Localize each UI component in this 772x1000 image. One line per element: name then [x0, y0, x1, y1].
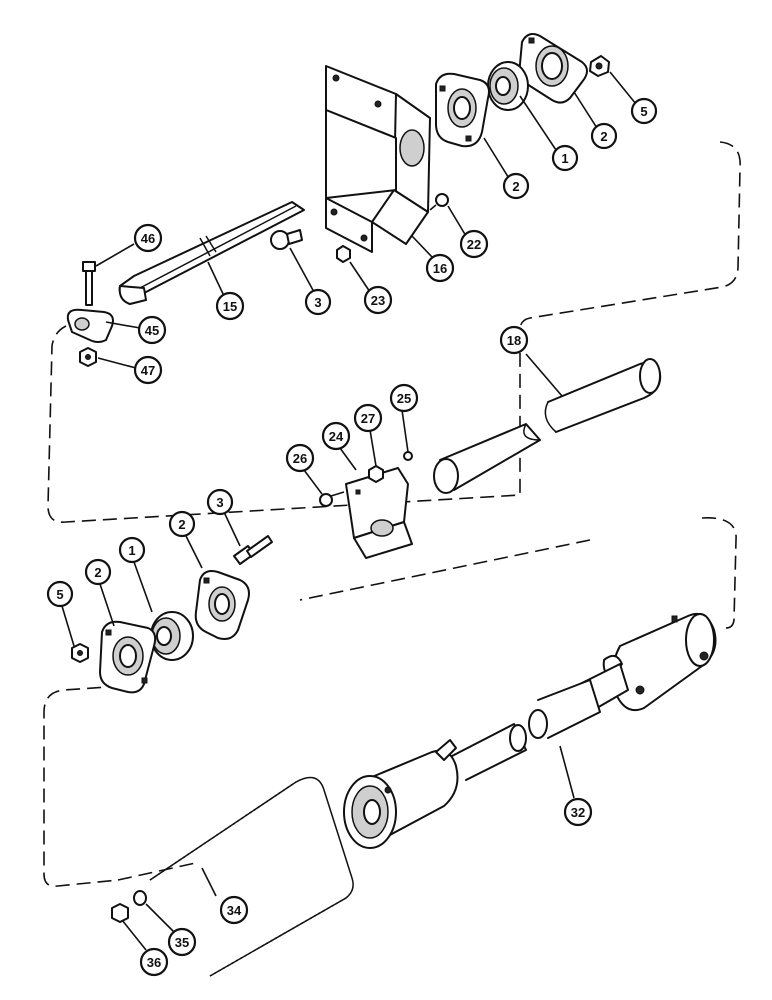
tube-section-lower [433, 423, 541, 494]
callout-label: 3 [216, 495, 223, 510]
callout-34: 34 [219, 895, 249, 925]
callout-23: 23 [363, 285, 393, 315]
bolt-22 [429, 193, 449, 211]
callout-3-mid: 3 [206, 488, 234, 516]
callout-label: 23 [371, 293, 385, 308]
callout-label: 1 [561, 151, 568, 166]
clamp-nut [79, 347, 97, 367]
lock-washer-35 [133, 890, 147, 906]
callout-18: 18 [499, 325, 529, 355]
hex-shaft [118, 201, 305, 305]
callout-5-top: 5 [630, 97, 658, 125]
callout-16: 16 [425, 253, 455, 283]
callout-22: 22 [459, 229, 489, 259]
callout-2-top-rear: 2 [590, 122, 618, 150]
lower-group-boundary [43, 517, 737, 888]
nut-mid [71, 643, 89, 663]
bearing-top [487, 61, 529, 111]
callout-36: 36 [139, 947, 169, 977]
callout-label: 47 [141, 363, 155, 378]
drive-shaft-inner-tube [528, 663, 629, 739]
callout-26: 26 [285, 443, 315, 473]
callout-2-mid-rear: 2 [168, 510, 196, 538]
callout-45: 45 [137, 315, 167, 345]
callout-46: 46 [133, 223, 163, 253]
callout-15: 15 [215, 291, 245, 321]
callout-27: 27 [353, 403, 383, 433]
callout-label: 34 [227, 903, 242, 918]
callout-label: 1 [128, 543, 135, 558]
callout-label: 5 [640, 104, 647, 119]
clamp-bolt [82, 261, 96, 306]
callout-5-mid: 5 [46, 580, 74, 608]
flange-plate-top-rear [518, 33, 588, 104]
bearing-mid [150, 611, 194, 661]
mounting-bracket [325, 65, 431, 253]
callout-3-top: 3 [304, 288, 332, 316]
callout-label: 16 [433, 261, 447, 276]
callout-label: 36 [147, 955, 161, 970]
callout-1-top: 1 [551, 144, 579, 172]
small-bracket [345, 467, 413, 559]
screw-25 [403, 451, 413, 461]
callout-47: 47 [133, 355, 163, 385]
callout-label: 45 [145, 323, 159, 338]
nut-top [589, 55, 610, 77]
callout-32: 32 [563, 797, 593, 827]
upper-group-boundary [47, 141, 741, 523]
callout-label: 15 [223, 299, 237, 314]
drive-shaft-outer-tube [451, 723, 527, 781]
u-bolt-rod [149, 776, 354, 977]
callout-label: 22 [467, 237, 481, 252]
callout-label: 2 [178, 517, 185, 532]
flange-plate-mid-front [99, 620, 157, 694]
callout-label: 18 [507, 333, 521, 348]
callout-label: 35 [175, 935, 189, 950]
callout-label: 27 [361, 411, 375, 426]
clamp-bracket [66, 308, 114, 343]
callout-35: 35 [167, 927, 197, 957]
carriage-bolt-3-top [270, 229, 303, 250]
callout-2-mid-front: 2 [84, 558, 112, 586]
nut-36 [111, 903, 129, 923]
drive-shaft-yoke-right [602, 612, 717, 712]
callout-25: 25 [389, 383, 419, 413]
callout-label: 26 [293, 451, 307, 466]
lower-group-boundary-inner [117, 539, 591, 881]
flange-plate-mid-rear [194, 570, 250, 640]
hex-bolt-3-mid [233, 535, 273, 565]
callout-label: 2 [600, 129, 607, 144]
callout-label: 32 [571, 805, 585, 820]
tube-section-upper [544, 358, 662, 433]
flange-plate-top-front [435, 72, 490, 148]
callout-label: 2 [512, 179, 519, 194]
callout-label: 46 [141, 231, 155, 246]
nut-27 [368, 465, 384, 483]
callout-1-mid: 1 [118, 536, 146, 564]
callout-label: 25 [397, 391, 411, 406]
nut-23 [336, 245, 351, 263]
callout-label: 5 [56, 587, 63, 602]
callout-label: 3 [314, 295, 321, 310]
leader-lines [61, 71, 637, 951]
callout-label: 24 [329, 429, 344, 444]
bolt-26 [319, 491, 345, 507]
callout-24: 24 [321, 421, 351, 451]
drive-shaft-yoke-left [343, 739, 459, 849]
callout-2-top-front: 2 [502, 172, 530, 200]
callout-label: 2 [94, 565, 101, 580]
